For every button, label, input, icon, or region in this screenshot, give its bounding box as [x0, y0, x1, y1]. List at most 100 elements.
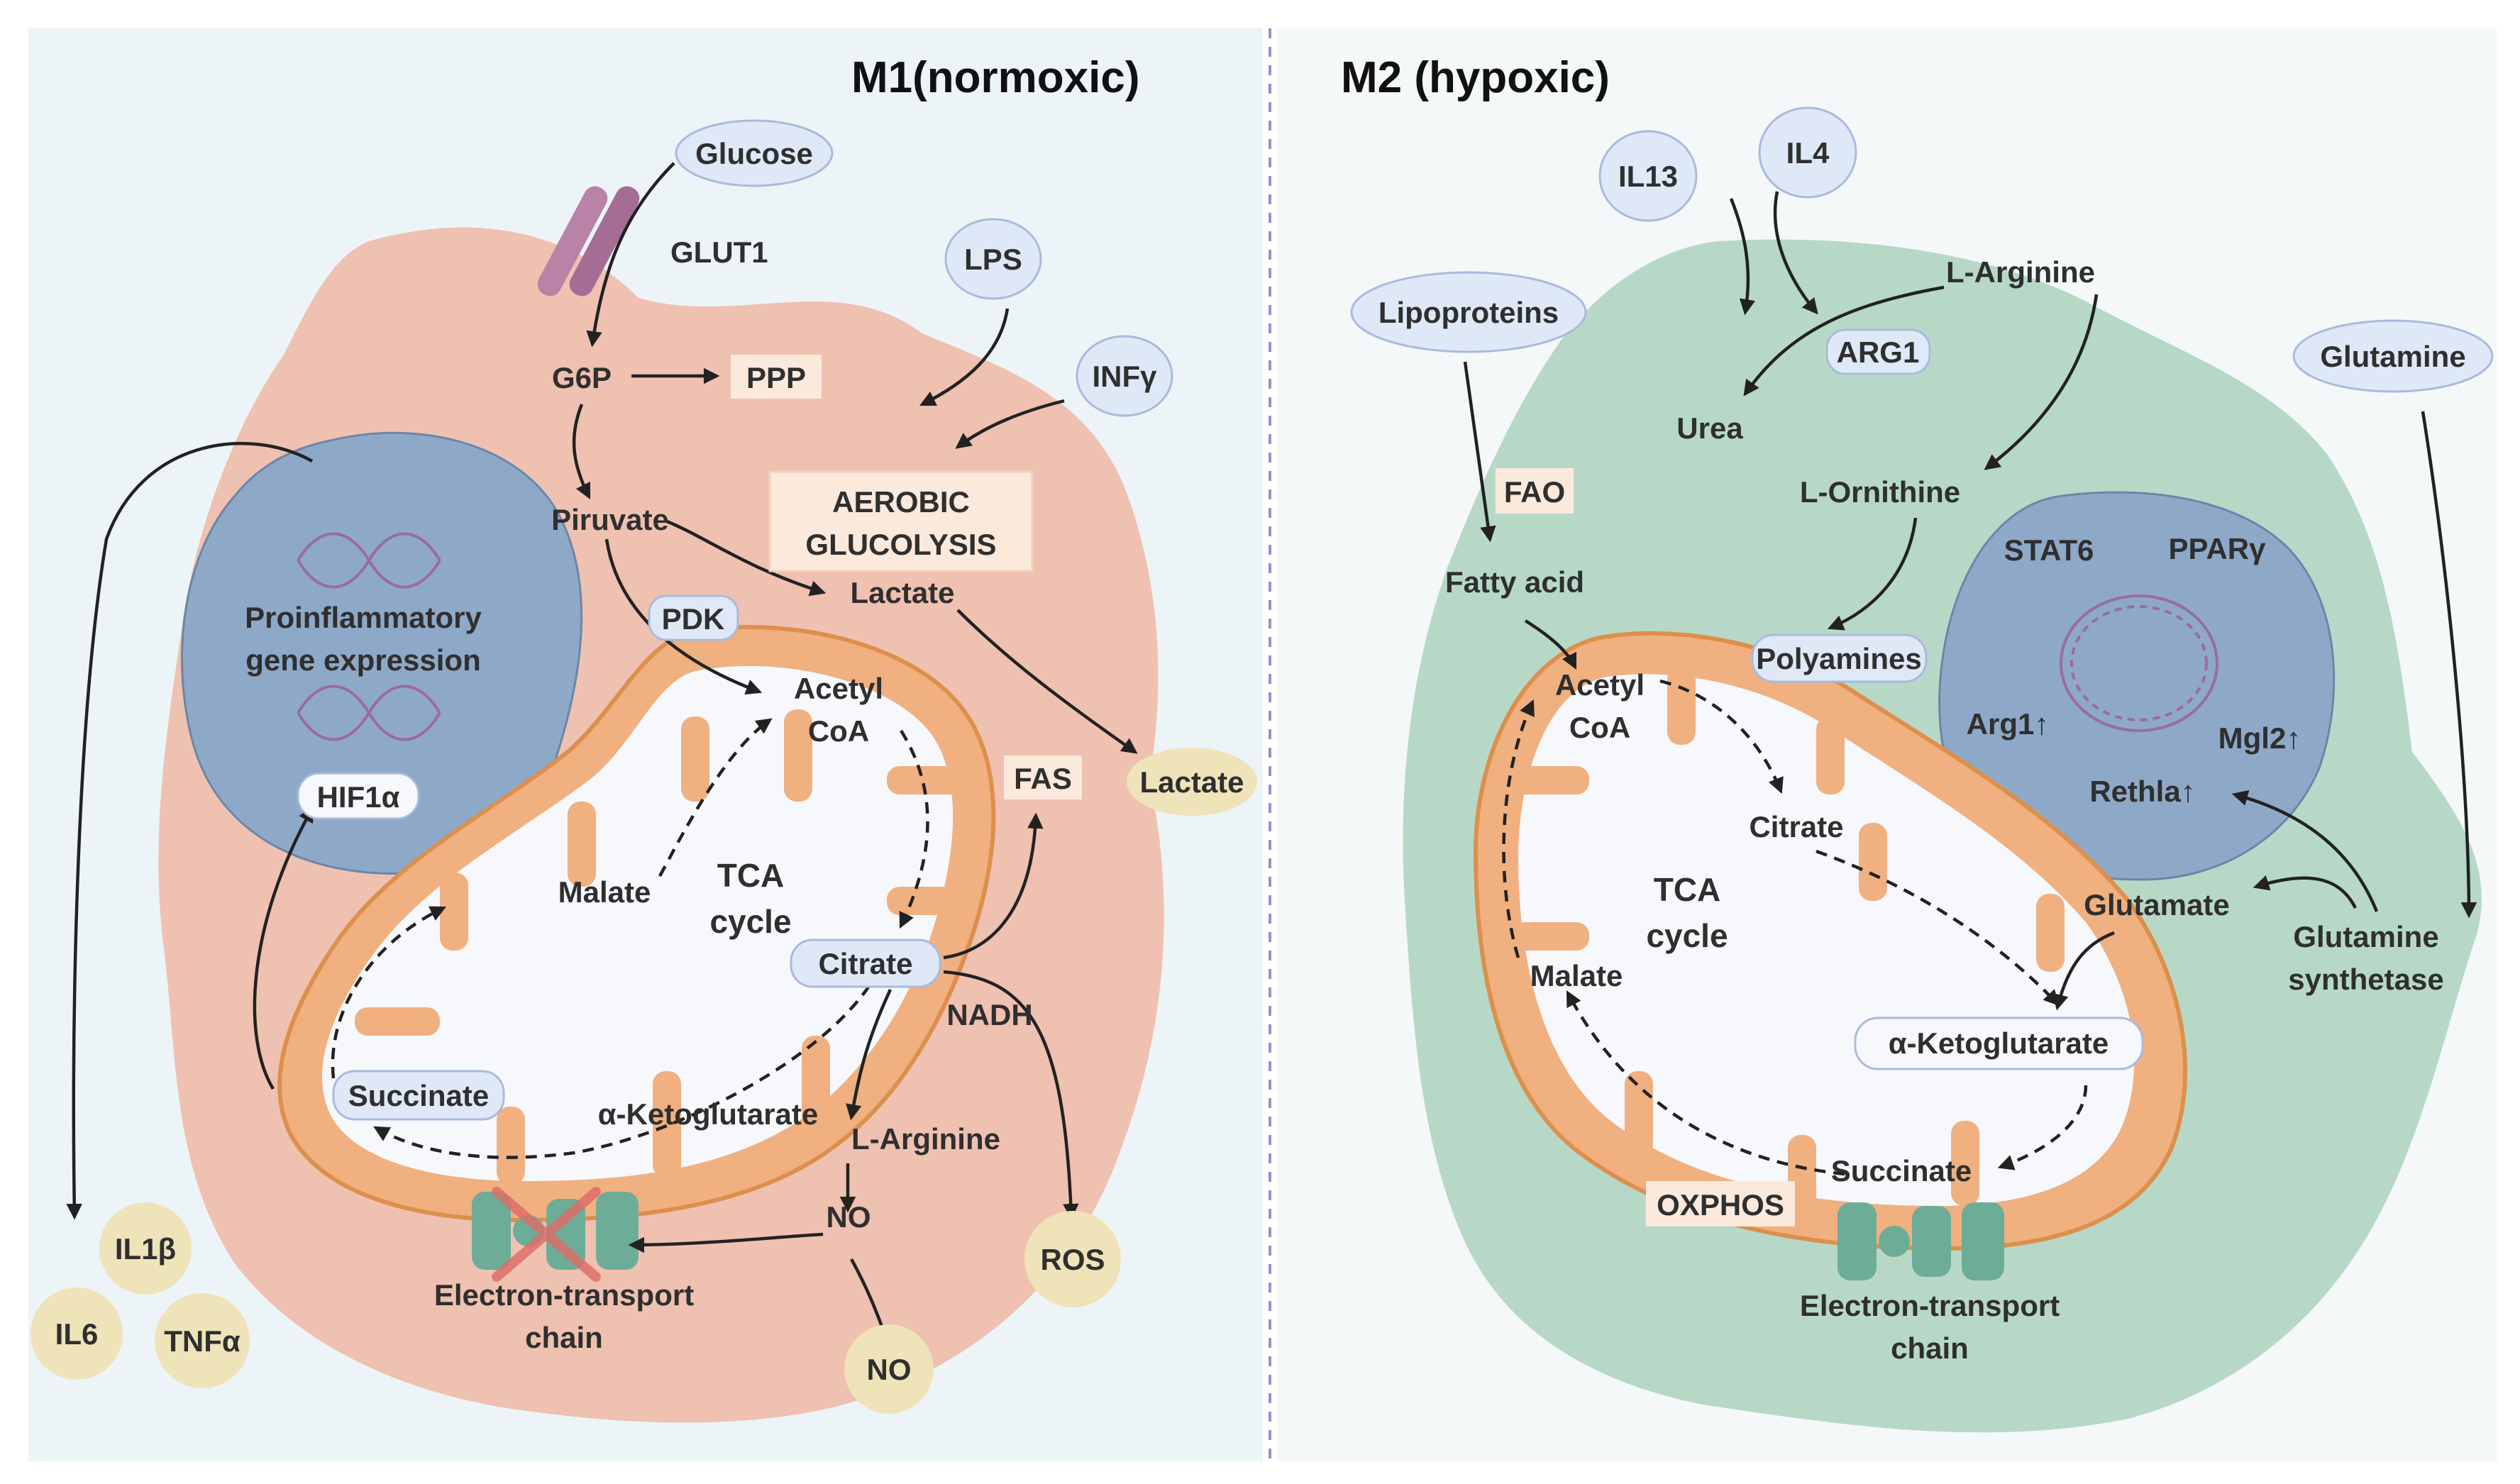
- mito-cristae: [355, 709, 972, 1185]
- ppp-box: PPP: [731, 355, 822, 399]
- svg-text:NO: NO: [867, 1353, 912, 1386]
- lps-pill: LPS: [944, 218, 1042, 300]
- arg1-pill: ARG1: [1825, 328, 1931, 375]
- svg-text:IL1β: IL1β: [115, 1232, 176, 1266]
- inhibited-cross-icon: [492, 1187, 601, 1282]
- no-out-pill: NO: [844, 1324, 934, 1414]
- m2-tca-label-line1: TCA: [1654, 871, 1721, 908]
- il1b-pill: IL1β: [99, 1202, 192, 1295]
- malate-label: Malate: [558, 875, 651, 909]
- succinate-pill: Succinate: [332, 1070, 505, 1121]
- m2-malate-label: Malate: [1530, 959, 1623, 992]
- svg-text:Polyamines: Polyamines: [1756, 642, 1921, 675]
- il13-pill: IL13: [1598, 130, 1698, 222]
- lactate-out-pill: Lactate: [1127, 748, 1257, 816]
- stat6-label: STAT6: [2004, 533, 2094, 567]
- svg-text:TNFα: TNFα: [164, 1324, 241, 1358]
- m1-title: M1(normoxic): [851, 53, 1139, 102]
- svg-text:ROS: ROS: [1040, 1243, 1105, 1276]
- svg-text:ARG1: ARG1: [1837, 336, 1920, 369]
- m2-acetyl-coa-label-line1: Acetyl: [1555, 668, 1645, 702]
- mgl2-gene-label: Mgl2↑: [2218, 721, 2301, 755]
- electron-transport-chain-icon: [472, 1192, 639, 1270]
- m2-pathway-arrows: [1463, 191, 2477, 1176]
- m2-etc-label-line1: Electron-transport: [1800, 1289, 2060, 1322]
- svg-text:PDK: PDK: [662, 602, 725, 636]
- dna-helix-icon: [297, 685, 441, 741]
- dna-plasmid-icon: [2060, 594, 2218, 732]
- il6-pill: IL6: [31, 1288, 123, 1380]
- g6p-label: G6P: [552, 361, 612, 394]
- svg-text:Lipoproteins: Lipoproteins: [1378, 296, 1559, 329]
- electron-transport-chain-icon: [1838, 1202, 2004, 1280]
- svg-text:LPS: LPS: [964, 243, 1022, 276]
- svg-text:Succinate: Succinate: [348, 1079, 489, 1112]
- acetyl-coa-label-line2: CoA: [808, 714, 869, 748]
- ros-pill: ROS: [1024, 1211, 1121, 1307]
- glutamine-synthetase-label-line1: Glutamine: [2293, 920, 2438, 953]
- svg-text:IL6: IL6: [55, 1317, 99, 1351]
- arg1-gene-label: Arg1↑: [1967, 707, 2050, 741]
- oxphos-box: OXPHOS: [1646, 1181, 1795, 1226]
- svg-text:IL4: IL4: [1786, 136, 1830, 170]
- citrate-pill: Citrate: [790, 938, 941, 988]
- svg-text:AEROBIC: AEROBIC: [832, 485, 970, 519]
- glucose-pill: Glucose: [675, 119, 834, 187]
- svg-text:OXPHOS: OXPHOS: [1657, 1188, 1784, 1222]
- ppary-label: PPARγ: [2169, 532, 2267, 565]
- svg-text:FAS: FAS: [1014, 762, 1072, 795]
- infg-pill: INFγ: [1076, 335, 1173, 417]
- svg-text:INFγ: INFγ: [1092, 360, 1157, 393]
- svg-text:IL13: IL13: [1618, 160, 1678, 193]
- il4-pill: IL4: [1758, 106, 1857, 199]
- svg-text:Glutamine: Glutamine: [2320, 340, 2465, 373]
- m2-acetyl-coa-label-line2: CoA: [1569, 711, 1630, 744]
- svg-text:Glucose: Glucose: [695, 137, 813, 170]
- no-label: NO: [827, 1200, 871, 1234]
- tca-label-line2: cycle: [709, 903, 791, 940]
- lactate-label: Lactate: [850, 576, 954, 609]
- tnfa-pill: TNFα: [155, 1293, 250, 1388]
- fatty-acid-label: Fatty acid: [1445, 565, 1584, 599]
- lipoproteins-pill: Lipoproteins: [1350, 271, 1587, 353]
- m2-tca-label-line2: cycle: [1646, 917, 1728, 954]
- m2-title: M2 (hypoxic): [1341, 53, 1610, 102]
- glutamate-label: Glutamate: [2084, 888, 2229, 921]
- rethla-gene-label: Rethla↑: [2089, 775, 2195, 808]
- svg-text:FAO: FAO: [1504, 475, 1565, 509]
- fas-box: FAS: [1004, 755, 1082, 799]
- mito-cristae: [1511, 667, 2150, 1220]
- hif1a-pill: HIF1α: [297, 772, 420, 820]
- svg-text:Citrate: Citrate: [818, 947, 912, 980]
- nadh-label: NADH: [946, 998, 1032, 1031]
- m2-akg-pill: α-Ketoglutarate: [1854, 1017, 2144, 1070]
- aerobic-glycolysis-box: AEROBIC GLUCOLYSIS: [768, 470, 1034, 572]
- m1-etc-label-line2: chain: [525, 1321, 603, 1354]
- svg-text:HIF1α: HIF1α: [317, 780, 400, 814]
- fao-box: FAO: [1496, 468, 1574, 514]
- m2-mitochondrion-matrix: [1518, 674, 2135, 1206]
- l-ornithine-label: L-Ornithine: [1800, 475, 1960, 509]
- svg-text:GLUCOLYSIS: GLUCOLYSIS: [805, 528, 996, 561]
- m1-pathway-arrows: [66, 162, 1138, 1344]
- svg-text:Lactate: Lactate: [1139, 765, 1244, 799]
- nucleus-label-line1: Proinflammatory: [245, 601, 482, 634]
- urea-label: Urea: [1676, 411, 1743, 445]
- pdk-pill: PDK: [648, 594, 739, 641]
- tca-label-line1: TCA: [717, 857, 785, 894]
- nucleus-label-line2: gene expression: [245, 643, 480, 677]
- glut1-label: GLUT1: [670, 236, 768, 269]
- m2-citrate-label: Citrate: [1749, 810, 1843, 843]
- glut1-transporter-icon: [537, 186, 640, 297]
- m2-l-arginine-label: L-Arginine: [1946, 255, 2095, 289]
- m2-nucleus: [1938, 491, 2336, 881]
- dna-helix-icon: [297, 532, 441, 589]
- glutamine-synthetase-label-line2: synthetase: [2288, 963, 2443, 996]
- m1-etc-label-line1: Electron-transport: [434, 1278, 694, 1312]
- polyamines-pill: Polyamines: [1751, 633, 1928, 683]
- m2-etc-label-line2: chain: [1891, 1331, 1969, 1365]
- pyruvate-label: Piruvate: [551, 503, 669, 536]
- svg-text:α-Ketoglutarate: α-Ketoglutarate: [1889, 1026, 2109, 1060]
- l-arginine-label: L-Arginine: [851, 1122, 1000, 1156]
